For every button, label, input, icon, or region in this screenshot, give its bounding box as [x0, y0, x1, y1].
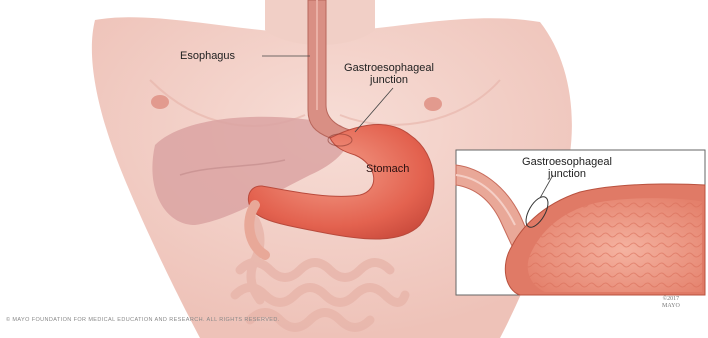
inset-year: ©2017 — [662, 296, 680, 303]
label-stomach: Stomach — [366, 163, 409, 175]
label-gej-main: Gastroesophageal junction — [334, 62, 444, 86]
nipple-right — [424, 97, 442, 111]
label-gej-inset: Gastroesophageal junction — [512, 156, 622, 180]
label-gej-inset-line1: Gastroesophageal — [512, 156, 622, 168]
nipple-left — [151, 95, 169, 109]
label-esophagus: Esophagus — [180, 50, 235, 62]
inset-brand: MAYO — [662, 303, 680, 310]
copyright-notice: © MAYO FOUNDATION FOR MEDICAL EDUCATION … — [6, 317, 280, 323]
label-gej-main-line1: Gastroesophageal — [334, 62, 444, 74]
label-gej-inset-line2: junction — [512, 168, 622, 180]
inset-copyright-mark: ©2017 MAYO — [662, 296, 680, 310]
label-gej-main-line2: junction — [334, 74, 444, 86]
